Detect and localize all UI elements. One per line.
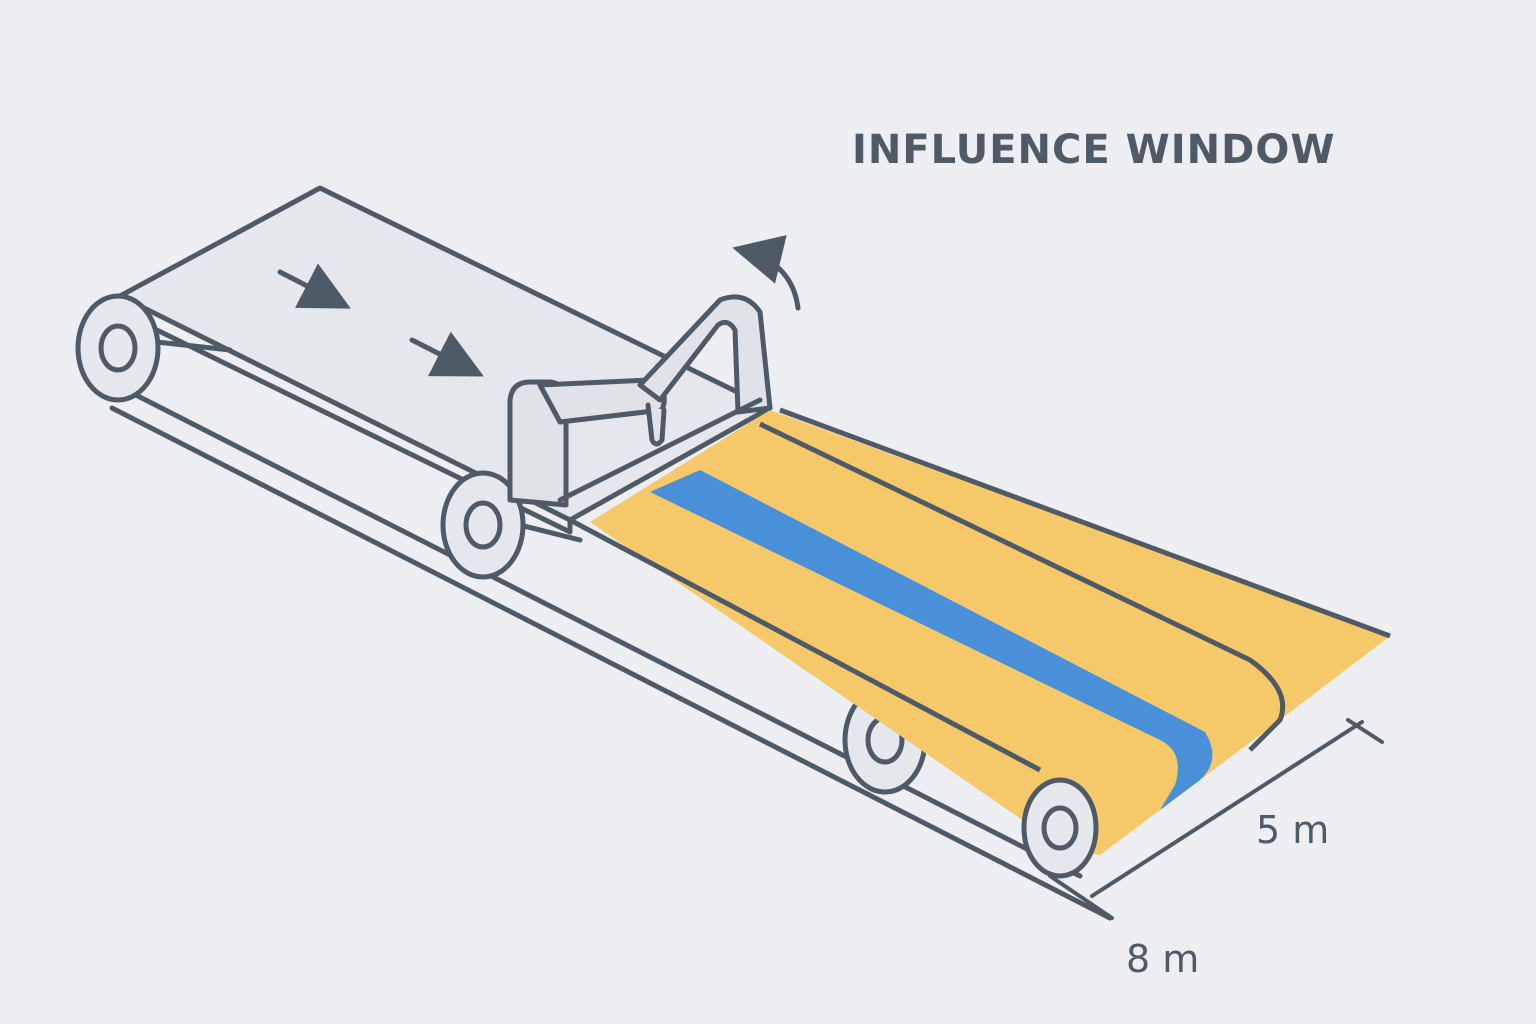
roller-front-left bbox=[440, 470, 526, 580]
influence-window bbox=[568, 407, 1391, 855]
length-dimension-label: 8 m bbox=[1126, 937, 1199, 981]
dimension-lines bbox=[1048, 718, 1384, 920]
arrow-right-down-icon bbox=[277, 263, 484, 377]
rotate-ccw-icon bbox=[732, 235, 801, 311]
roller-rear bbox=[75, 293, 161, 403]
diagram-title: INFLUENCE WINDOW bbox=[852, 127, 1335, 173]
roller-front-right bbox=[1021, 777, 1099, 879]
width-dimension-label: 5 m bbox=[1256, 808, 1329, 852]
center-stripe bbox=[650, 470, 1213, 810]
dispenser-machine bbox=[507, 294, 773, 508]
